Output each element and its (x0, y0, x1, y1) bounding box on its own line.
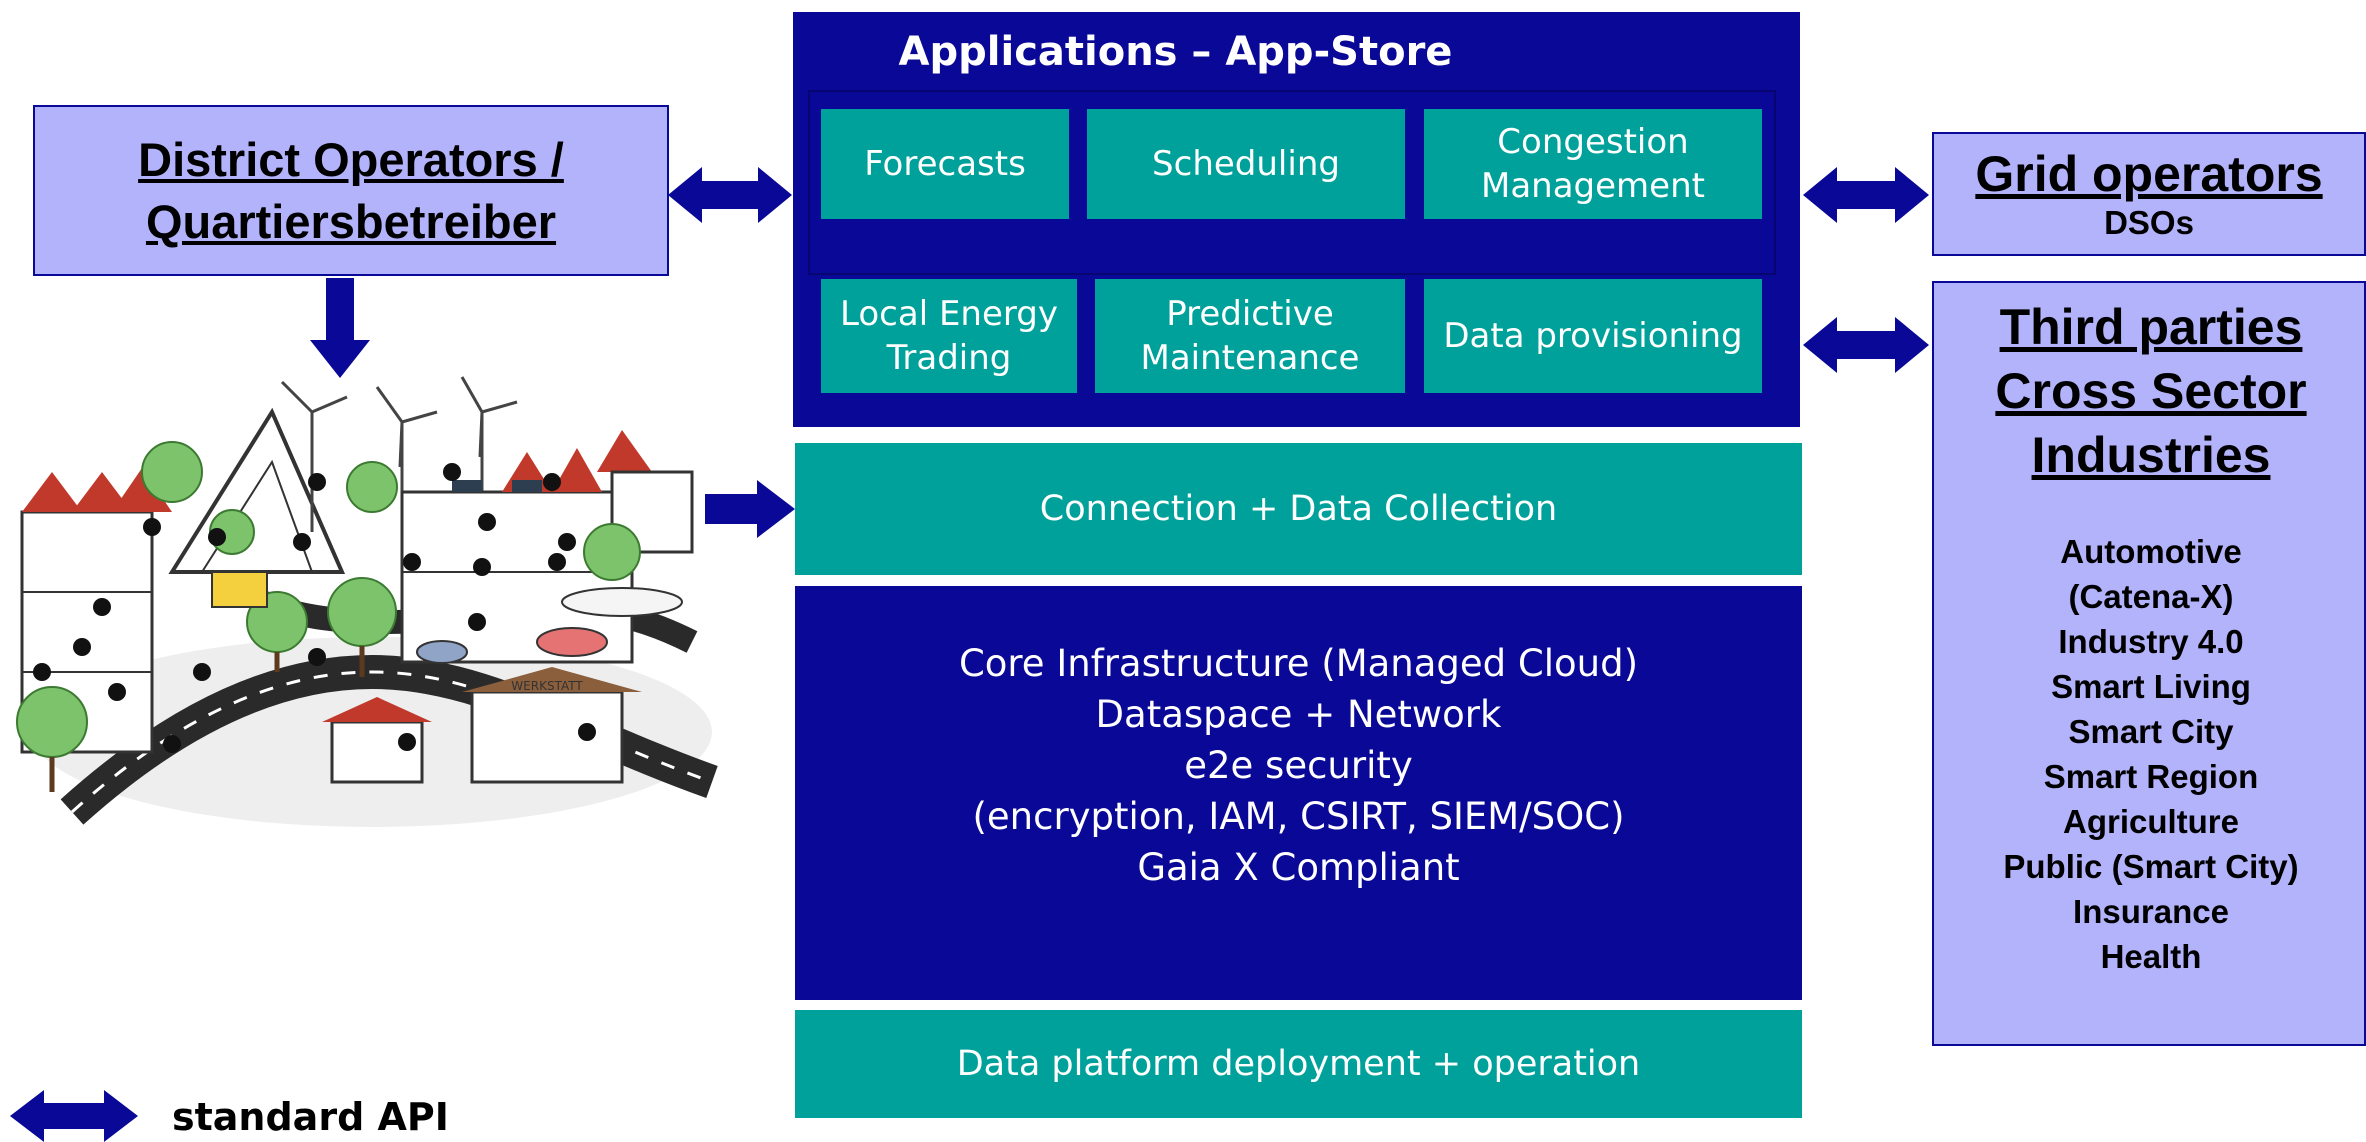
app-store-title: Applications – App-Store (898, 29, 1453, 75)
third-parties-title-line: Cross Sector (1995, 363, 2307, 419)
workshop-sign: WERKSTATT (511, 679, 583, 693)
legend-label: standard API (172, 1095, 449, 1139)
core-infrastructure-text: Core Infrastructure (Managed Cloud) Data… (958, 642, 1639, 889)
deployment-label: Data platform deployment + operation (956, 1044, 1641, 1084)
district-operators-box: District Operators / Quartiersbetreiber (33, 105, 669, 276)
grid-operators-title: Grid operators (1975, 146, 2323, 202)
app-local-energy-trading[interactable]: Local Energy Trading (821, 279, 1077, 393)
district-operators-title-de: Quartiersbetreiber (145, 194, 557, 248)
district-drawing: WERKSTATT (16, 376, 718, 827)
app-label: Local Energy Trading (840, 293, 1058, 378)
third-parties-box: Third parties Cross Sector Industries Au… (1932, 281, 2366, 1046)
app-forecasts[interactable]: Forecasts (821, 109, 1069, 219)
third-parties-title-line: Industries (2031, 427, 2271, 483)
app-label: Congestion Management (1481, 121, 1705, 206)
app-predictive-maintenance[interactable]: Predictive Maintenance (1095, 279, 1405, 393)
app-scheduling[interactable]: Scheduling (1087, 109, 1405, 219)
connection-label: Connection + Data Collection (1039, 489, 1558, 529)
deployment-layer: Data platform deployment + operation (795, 1010, 1802, 1118)
app-congestion-management[interactable]: Congestion Management (1424, 109, 1762, 219)
app-store-panel: Applications – App-Store Forecasts Sched… (793, 12, 1800, 427)
district-operators-title: District Operators / (138, 132, 564, 186)
connection-layer: Connection + Data Collection (795, 443, 1802, 575)
third-parties-title-line: Third parties (1999, 299, 2303, 355)
smart-district-illustration: WERKSTATT (12, 372, 722, 832)
third-parties-title: Third parties Cross Sector Industries (1934, 295, 2366, 487)
standard-api-arrow-icon (1803, 167, 1929, 223)
app-row-frame (808, 90, 1776, 275)
core-infrastructure-layer: Core Infrastructure (Managed Cloud) Data… (795, 586, 1802, 1000)
app-label: Forecasts (864, 143, 1026, 184)
right-arrow-icon (705, 480, 795, 538)
grid-operators-box: Grid operators DSOs (1932, 132, 2366, 256)
app-label: Scheduling (1152, 143, 1340, 184)
app-label: Data provisioning (1443, 315, 1743, 356)
app-data-provisioning[interactable]: Data provisioning (1424, 279, 1762, 393)
industry-list: Automotive (Catena-X) Industry 4.0 Smart… (2003, 533, 2299, 975)
standard-api-arrow-icon (1803, 317, 1929, 373)
standard-api-arrow-icon (668, 167, 792, 223)
legend-double-arrow-icon (10, 1090, 138, 1142)
down-arrow-icon (310, 278, 370, 378)
app-label: Predictive Maintenance (1140, 293, 1360, 378)
grid-operators-subtitle: DSOs (2104, 204, 2194, 241)
